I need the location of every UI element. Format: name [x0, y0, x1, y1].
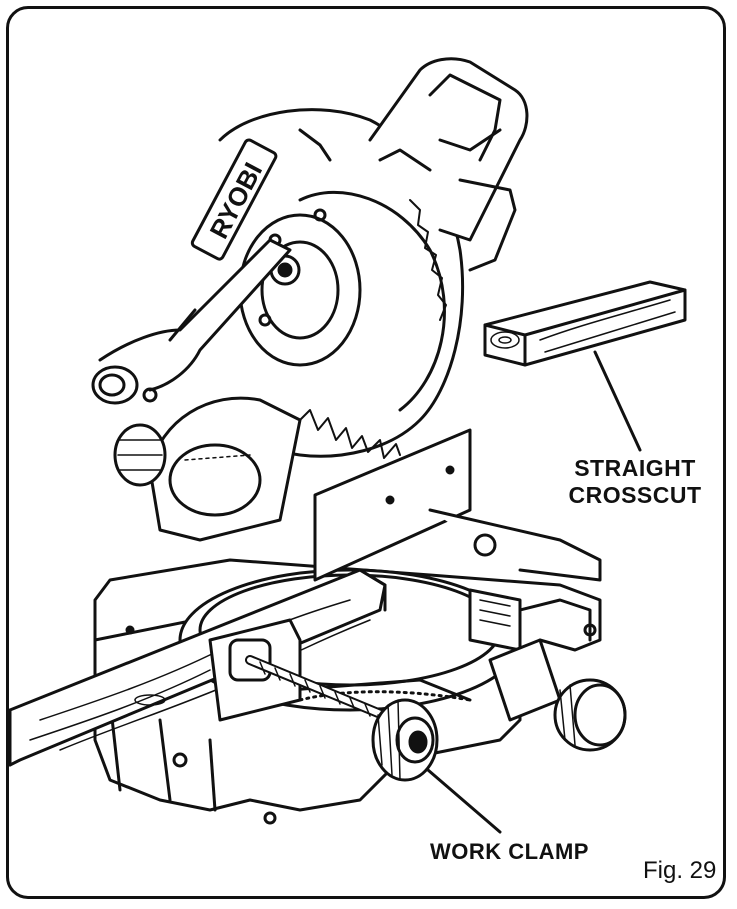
- bevel-pivot: [113, 396, 302, 542]
- straight-crosscut-callout: STRAIGHT CROSSCUT: [560, 455, 710, 509]
- miter-scale: [468, 588, 522, 652]
- saw-handle: [368, 57, 529, 272]
- workpiece-board: [8, 568, 387, 767]
- work-clamp-leader: [426, 768, 502, 834]
- fence: [313, 428, 602, 582]
- straight-crosscut-line2: CROSSCUT: [568, 482, 702, 508]
- bevel-lock-knob: [488, 638, 627, 752]
- work-clamp-callout: WORK CLAMP: [430, 839, 589, 864]
- crosscut-board: [483, 280, 687, 367]
- straight-crosscut-line1: STRAIGHT: [574, 455, 696, 481]
- carrying-handle: [91, 238, 292, 405]
- figure-number: Fig. 29: [643, 857, 717, 884]
- work-clamp-assembly: [208, 618, 439, 782]
- straight-crosscut-leader: [593, 350, 642, 452]
- saw-blade-teeth: [299, 199, 447, 459]
